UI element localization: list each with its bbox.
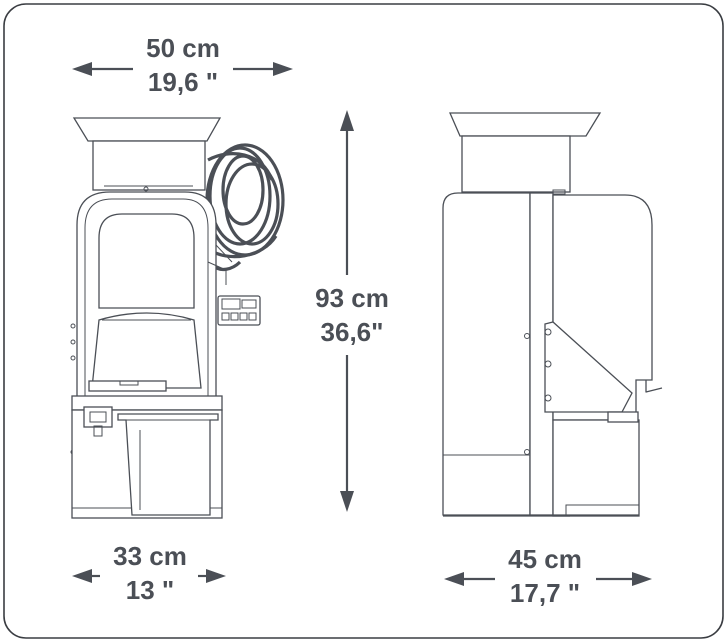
arrow-right-icon bbox=[206, 569, 226, 583]
arrow-up-icon bbox=[340, 110, 354, 131]
arrow-down-icon bbox=[340, 491, 354, 512]
arrow-left-icon bbox=[72, 569, 92, 583]
arrow-right-icon bbox=[273, 62, 293, 76]
depth-metric: 45 cm bbox=[508, 544, 582, 574]
height-imperial: 36,6" bbox=[321, 317, 384, 347]
side-view-drawing bbox=[442, 112, 663, 517]
front-view-drawing bbox=[70, 117, 285, 519]
bottom-width-imperial: 13 " bbox=[126, 575, 174, 605]
height-dimension: 93 cm 36,6" bbox=[315, 110, 389, 512]
arrow-left-icon bbox=[72, 62, 92, 76]
top-width-metric: 50 cm bbox=[146, 33, 220, 63]
control-panel-display bbox=[217, 295, 261, 326]
bottom-width-metric: 33 cm bbox=[113, 541, 187, 571]
height-metric: 93 cm bbox=[315, 283, 389, 313]
depth-imperial: 17,7 " bbox=[510, 578, 580, 608]
top-width-imperial: 19,6 " bbox=[148, 67, 218, 97]
top-width-dimension: 50 cm 19,6 " bbox=[72, 33, 293, 97]
bottom-width-dimension: 33 cm 13 " bbox=[72, 541, 226, 605]
depth-dimension: 45 cm 17,7 " bbox=[444, 544, 652, 608]
arrow-left-icon bbox=[444, 572, 464, 586]
arrow-right-icon bbox=[632, 572, 652, 586]
